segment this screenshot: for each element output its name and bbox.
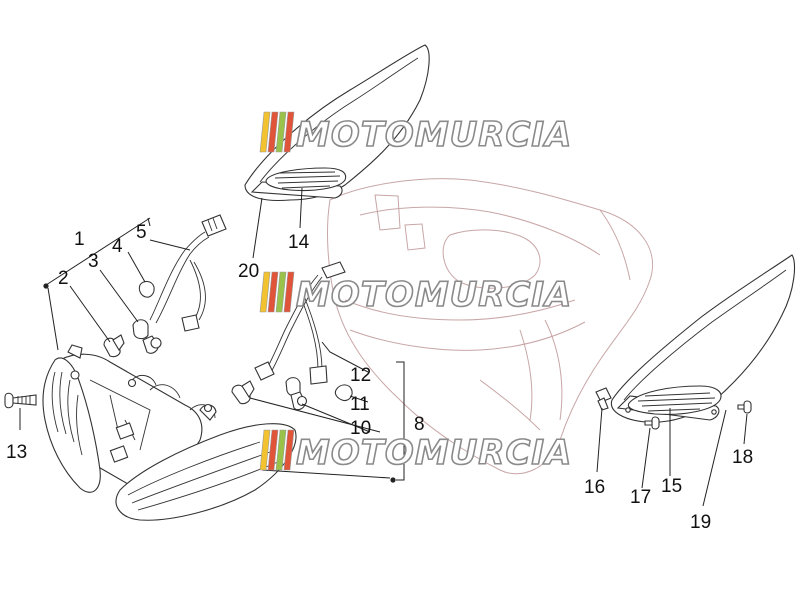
callout-18: 18 — [732, 447, 753, 468]
leader-lines — [19, 187, 748, 507]
watermark-stripe — [275, 111, 287, 153]
watermark-bottom: MOTOMURCIA — [259, 429, 572, 474]
callout-19: 19 — [690, 512, 711, 533]
bulb-socket-3 — [132, 319, 162, 354]
watermark-stripe — [259, 429, 271, 471]
watermark-stripe — [283, 271, 295, 313]
watermark-stripe — [259, 271, 271, 313]
watermark-stripe — [275, 429, 287, 471]
headlight-assembly — [42, 344, 297, 521]
screw-13 — [4, 392, 37, 409]
reflector-panel-upper — [244, 44, 430, 202]
clip-16 — [595, 387, 612, 411]
screw-17 — [644, 416, 660, 430]
callout-1: 1 — [74, 229, 85, 250]
watermark-stripe — [283, 429, 295, 471]
wiring-harness-5 — [149, 214, 227, 332]
bulb-11 — [334, 384, 353, 402]
bulb-8 — [231, 380, 255, 405]
callout-labels: 1 2 3 4 5 8 10 11 12 13 14 15 16 17 18 1… — [6, 222, 753, 533]
callout-14: 14 — [288, 232, 310, 253]
bulb-2 — [103, 334, 125, 358]
watermark-text: MOTOMURCIA — [296, 433, 572, 473]
callout-13: 13 — [6, 442, 27, 463]
callout-20: 20 — [238, 261, 259, 282]
watermark-stripe — [267, 271, 279, 313]
watermark-stripe — [259, 111, 271, 153]
watermark-stripe — [267, 111, 279, 153]
bulb-socket-10 — [285, 377, 308, 411]
watermark-top: MOTOMURCIA — [259, 111, 572, 156]
scooter-body-outline — [327, 178, 654, 475]
callout-16: 16 — [584, 477, 605, 498]
watermark-middle: MOTOMURCIA — [259, 271, 572, 316]
watermark-text: MOTOMURCIA — [296, 275, 572, 315]
bulb-4 — [138, 280, 155, 298]
screw-18 — [737, 400, 752, 414]
watermark-stripe — [275, 271, 287, 313]
watermark-stripe — [283, 111, 295, 153]
reflector-panel-right — [610, 254, 796, 423]
callout-3: 3 — [88, 251, 99, 272]
callout-12: 12 — [350, 365, 371, 386]
wiring-harness-12 — [254, 261, 346, 385]
callout-17: 17 — [630, 487, 651, 508]
callout-11: 11 — [350, 394, 370, 415]
callout-10: 10 — [350, 418, 371, 439]
callout-4: 4 — [112, 236, 123, 257]
callout-15: 15 — [661, 476, 682, 497]
callout-8: 8 — [414, 414, 425, 435]
watermark-stripe — [267, 429, 279, 471]
watermark-text: MOTOMURCIA — [296, 115, 572, 155]
callout-5: 5 — [136, 222, 147, 243]
callout-2: 2 — [58, 268, 69, 289]
